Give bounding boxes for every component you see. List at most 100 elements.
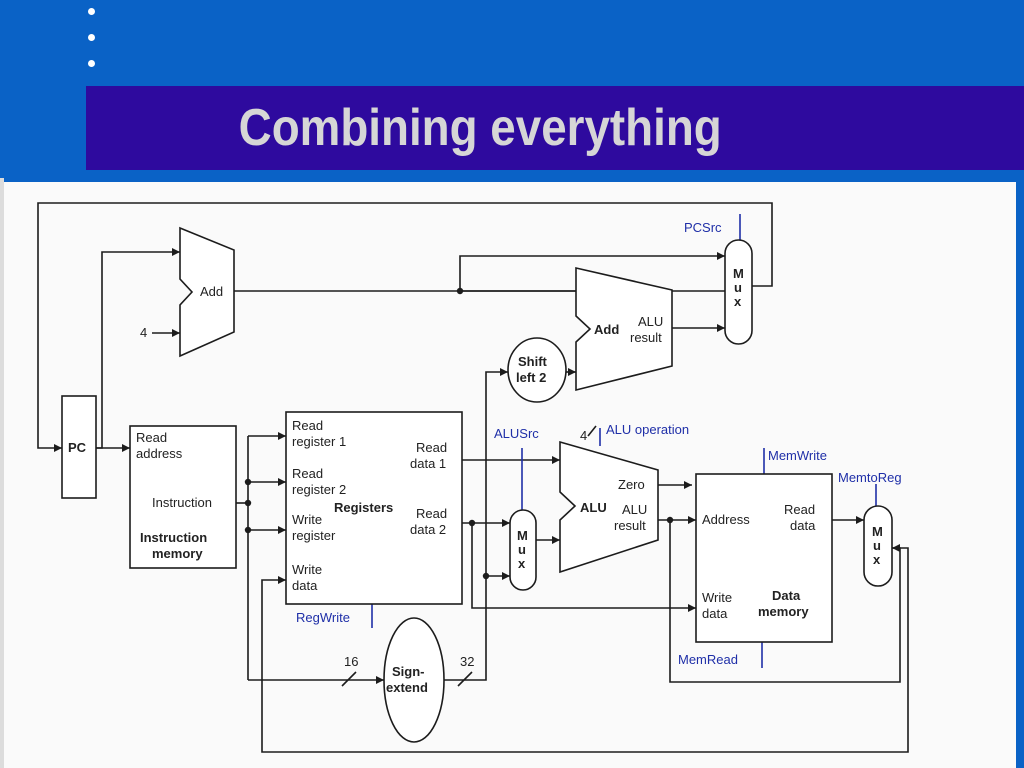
shift-left-2 [507,337,567,403]
sign-extend-label-1: Sign- [392,664,425,679]
bus-slash-aluop [587,425,597,437]
dmem-address: Address [702,512,750,527]
junction-dot [244,478,252,486]
branch-adder-name: Add [594,322,619,337]
signal-regwrite: RegWrite [296,610,350,625]
branch-adder [575,266,673,392]
shift-label-2: left 2 [516,370,546,385]
bus-slash-16 [341,671,357,687]
arrow-head [278,432,286,440]
pc-adder [179,226,235,358]
sign-extend [383,617,445,743]
arrow-head [688,516,696,524]
arrow-head [122,444,130,452]
arrow-head [500,368,508,376]
pc-adder-label: Add [200,284,223,299]
reg-wr-a: Write [292,512,322,527]
arrow-head [684,481,692,489]
arrow-head [172,329,180,337]
arrow-head [717,324,725,332]
bullet-dot [88,60,95,67]
signal-alu-operation: ALU operation [606,422,689,437]
data-memory [695,473,833,643]
dmem-name-1: Data [772,588,801,603]
arrow-heads [54,248,900,684]
alusrc-mux-x: x [518,556,526,571]
bullet-dot [88,34,95,41]
register-file [285,411,463,605]
sign-extend-label-2: extend [386,680,428,695]
reg-rd1-b: data 1 [410,456,446,471]
branch-adder-result-2: result [630,330,662,345]
arrow-head [376,676,384,684]
alu-op-bits: 4 [580,428,587,443]
arrow-head [856,516,864,524]
pc-register [61,395,97,499]
reg-rr2-b: register 2 [292,482,346,497]
alusrc-mux-m: M [517,528,528,543]
signal-memwrite: MemWrite [768,448,827,463]
pc-label: PC [68,440,87,455]
junction-dot [666,516,674,524]
imem-name-1: Instruction [140,530,207,545]
constant-four-label: 4 [140,325,147,340]
reg-rr1-a: Read [292,418,323,433]
slide-title: Combining everything [238,99,722,157]
pcsrc-mux [724,239,753,345]
dmem-write-2: data [702,606,728,621]
arrow-head [278,478,286,486]
control-wires [341,214,877,687]
registers-name: Registers [334,500,393,515]
bullet-dot [88,8,95,15]
reg-rr1-b: register 1 [292,434,346,449]
alu [559,440,659,574]
bullet-list [88,8,98,86]
wire-pc-add [96,251,180,449]
arrow-head [892,544,900,552]
dmem-read-2: data [790,518,816,533]
bus-slash-32 [457,671,473,687]
arrow-head [54,444,62,452]
reg-wr-b: register [292,528,336,543]
instruction-memory [129,425,237,569]
memtoreg-mux-x: x [873,552,881,567]
memtoreg-mux [863,505,893,587]
wire-add-branch [459,255,725,291]
junction-dot [244,499,252,507]
reg-rd2-b: data 2 [410,522,446,537]
alu-name: ALU [580,500,607,515]
signal-memread: MemRead [678,652,738,667]
arrow-head [688,604,696,612]
junction-dots [244,287,674,580]
reg-rd1-a: Read [416,440,447,455]
junction-dot [456,287,464,295]
arrow-head [502,572,510,580]
arrow-head [568,368,576,376]
imem-label-instruction-port: Instruction [152,495,212,510]
arrow-head [278,576,286,584]
alusrc-mux [509,509,537,591]
alu-zero: Zero [618,477,645,492]
signal-alusrc: ALUSrc [494,426,539,441]
signal-memtoreg: MemtoReg [838,470,902,485]
arrow-head [502,519,510,527]
junction-dot [482,572,490,580]
arrow-head [552,456,560,464]
arrow-head [552,536,560,544]
junction-dot [468,519,476,527]
reg-rr2-a: Read [292,466,323,481]
sign-extend-out-bits: 32 [460,654,474,669]
reg-wd-a: Write [292,562,322,577]
dmem-name-2: memory [758,604,809,619]
reg-wd-b: data [292,578,318,593]
imem-label-read: Read [136,430,167,445]
reg-rd2-a: Read [416,506,447,521]
arrow-head [172,248,180,256]
pcsrc-mux-x: x [734,294,742,309]
alu-result-2: result [614,518,646,533]
alu-result-1: ALU [622,502,647,517]
left-strip [0,178,4,768]
memtoreg-mux-u: u [873,538,881,553]
shift-label-1: Shift [518,354,548,369]
